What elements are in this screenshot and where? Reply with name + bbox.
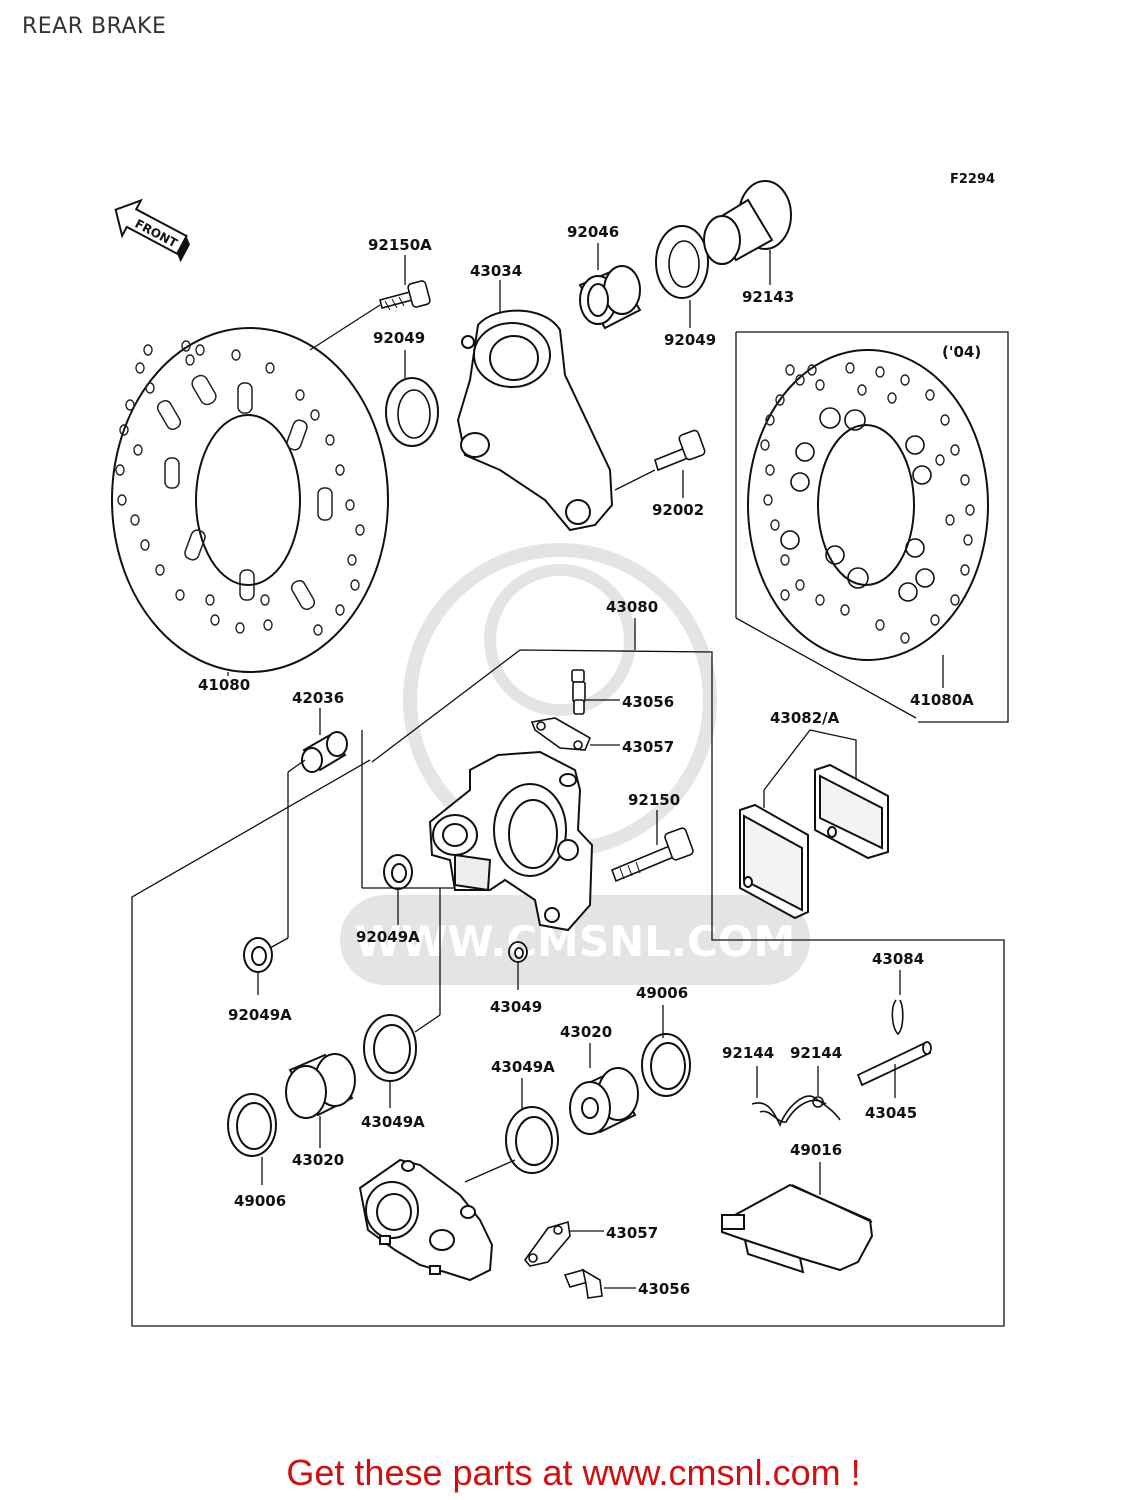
- caliper-body-upper: [428, 750, 594, 932]
- sleeve-42036: [301, 731, 348, 773]
- part-label-92150[interactable]: 92150: [628, 791, 680, 809]
- year-note: ('04): [942, 343, 981, 361]
- watermark: WWW.CMSNL.COM: [340, 543, 810, 985]
- part-label-43057-bottom[interactable]: 43057: [606, 1224, 658, 1242]
- collar-92143: [703, 180, 792, 265]
- brake-disc-41080: [111, 327, 389, 676]
- bleeder-43056-top: [571, 669, 586, 715]
- pin-43045: [856, 1041, 932, 1087]
- part-label-92002[interactable]: 92002: [652, 501, 704, 519]
- part-label-92049A-lower[interactable]: 92049A: [228, 1006, 292, 1024]
- part-label-92143[interactable]: 92143: [742, 288, 794, 306]
- part-label-43045[interactable]: 43045: [865, 1104, 917, 1122]
- page-title: REAR BRAKE: [22, 14, 167, 39]
- bolt-92002: [654, 429, 706, 472]
- part-label-43080[interactable]: 43080: [606, 598, 658, 616]
- watermark-text: WWW.CMSNL.COM: [355, 917, 796, 966]
- part-label-41080[interactable]: 41080: [198, 676, 250, 694]
- washer-92049A-upper: [383, 854, 413, 890]
- washer-92049A-lower: [243, 937, 273, 973]
- seal-92049-right: [655, 225, 709, 299]
- caliper-bracket-43034: [456, 309, 614, 532]
- bearing-92046: [578, 265, 642, 330]
- part-label-42036[interactable]: 42036: [292, 689, 344, 707]
- bolt-92150A: [379, 280, 431, 311]
- part-label-43049[interactable]: 43049: [490, 998, 542, 1016]
- part-label-92150A[interactable]: 92150A: [368, 236, 432, 254]
- part-label-92049-left[interactable]: 92049: [373, 329, 425, 347]
- part-label-43057-top[interactable]: 43057: [622, 738, 674, 756]
- part-label-43056-top[interactable]: 43056: [622, 693, 674, 711]
- part-label-92046[interactable]: 92046: [567, 223, 619, 241]
- part-label-92049-right[interactable]: 92049: [664, 331, 716, 349]
- brake-disc-41080A: [747, 349, 989, 688]
- part-label-43020-left[interactable]: 43020: [292, 1151, 344, 1169]
- part-label-41080A[interactable]: 41080A: [910, 691, 974, 709]
- figure-code: F2294: [950, 172, 995, 187]
- part-label-92144-2[interactable]: 92144: [790, 1044, 842, 1062]
- part-label-43056-bottom[interactable]: 43056: [638, 1280, 690, 1298]
- cap-43057-top: [530, 717, 592, 751]
- piston-seal-43049A-left: [363, 1014, 417, 1082]
- piston-43020-left: [285, 1053, 356, 1119]
- brake-pads-43082A: [739, 763, 889, 920]
- caliper-body-lower: [358, 1158, 494, 1282]
- anti-rattle-springs-92144: [751, 1095, 841, 1127]
- bolt-92150: [610, 827, 694, 883]
- cotter-pin-43084: [891, 999, 904, 1036]
- part-label-43082A[interactable]: 43082/A: [770, 709, 840, 727]
- part-label-49006-right[interactable]: 49006: [636, 984, 688, 1002]
- part-label-49016[interactable]: 49016: [790, 1141, 842, 1159]
- part-label-92049A-upper[interactable]: 92049A: [356, 928, 420, 946]
- part-label-92144-1[interactable]: 92144: [722, 1044, 774, 1062]
- part-label-43034[interactable]: 43034: [470, 262, 522, 280]
- pad-spring-49016: [721, 1183, 874, 1274]
- dust-seal-49006-left: [227, 1093, 277, 1157]
- dust-seal-49006-right: [641, 1033, 691, 1097]
- footer-promo-link[interactable]: Get these parts at www.cmsnl.com !: [286, 1452, 861, 1493]
- part-label-43049A-left[interactable]: 43049A: [361, 1113, 425, 1131]
- bleeder-43056-bottom: [563, 1268, 603, 1299]
- piston-43020-right: [569, 1067, 639, 1135]
- parts-diagram: WWW.CMSNL.COM F2294 FRONT: [111, 172, 1009, 1327]
- seal-92049-left: [385, 377, 439, 447]
- part-label-43049A-right[interactable]: 43049A: [491, 1058, 555, 1076]
- piston-seal-43049A-right: [505, 1106, 559, 1174]
- cap-43057-bottom: [523, 1220, 571, 1267]
- front-arrow-icon: FRONT: [114, 198, 190, 263]
- part-label-43084[interactable]: 43084: [872, 950, 924, 968]
- part-label-43020-right[interactable]: 43020: [560, 1023, 612, 1041]
- part-label-49006-left[interactable]: 49006: [234, 1192, 286, 1210]
